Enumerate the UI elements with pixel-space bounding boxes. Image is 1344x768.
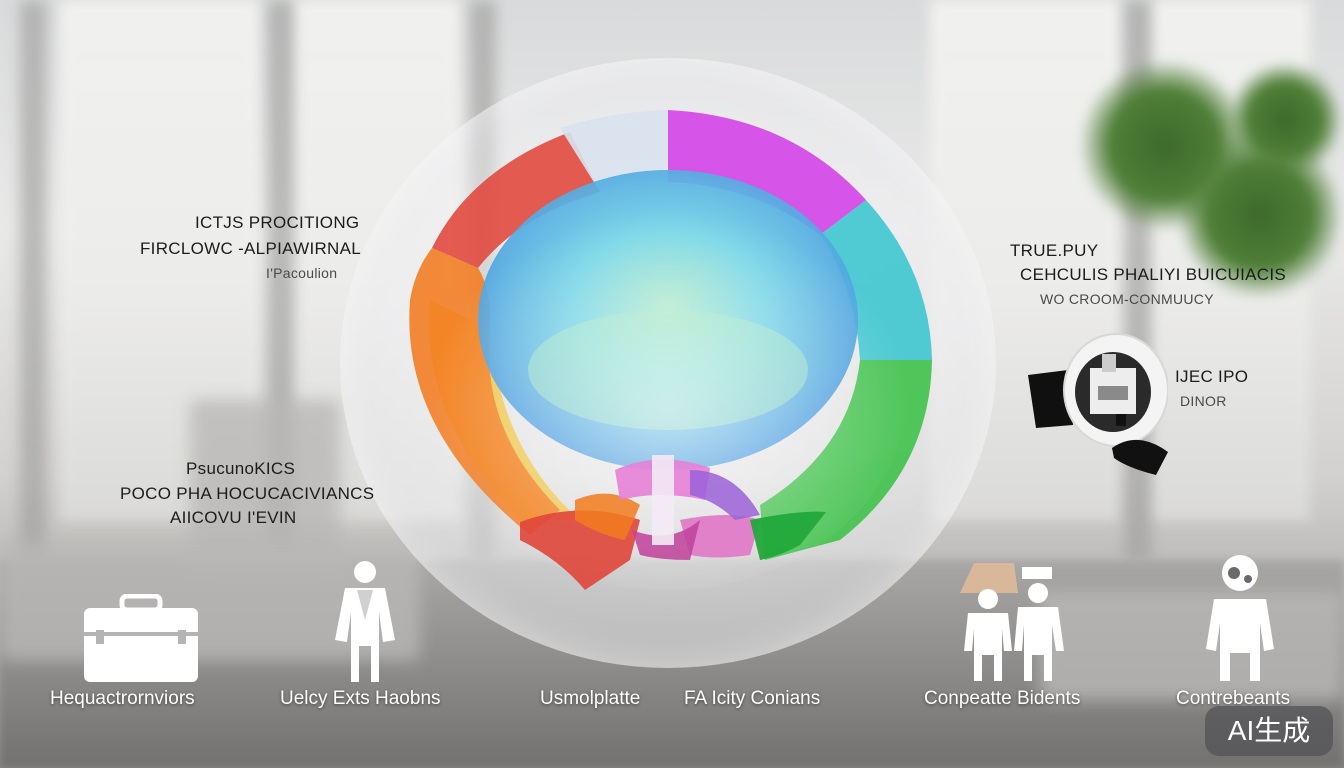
caption-5: Conpeatte Bidents <box>924 688 1081 709</box>
window-frame <box>20 0 46 560</box>
briefcase-icon <box>84 594 198 682</box>
person-icon <box>335 561 395 682</box>
two-people-icon <box>960 563 1064 681</box>
ai-generated-badge: AI生成 <box>1205 706 1333 756</box>
ribbon-purple <box>690 470 760 520</box>
blurred-desk <box>1040 590 1344 700</box>
label-mid-right-line-2: DINOR <box>1180 393 1227 409</box>
label-mid-left-line-3: AIICOVU I'EVIN <box>170 508 297 527</box>
ribbon-pink-lower <box>680 515 760 558</box>
segment-light <box>560 110 668 192</box>
label-top-left-line-1: ICTJS PROCITIONG <box>195 213 360 232</box>
caption-6: Contrebeants <box>1176 688 1291 709</box>
label-top-right-line-3: WO CROOM-CONMUUCY <box>1040 291 1214 307</box>
caption-4: FA Icity Conians <box>684 688 821 709</box>
person-icon <box>1206 555 1274 681</box>
label-mid-right-line-1: IJEC IPO <box>1175 367 1249 386</box>
segment-teal <box>820 200 932 360</box>
segment-magenta <box>668 110 866 235</box>
camera-robot-icon <box>1028 333 1168 475</box>
caption-2: Uelcy Exts Haobns <box>280 688 441 709</box>
label-mid-left-line-2: POCO PHA HOCUCACIVIANCS <box>120 484 375 503</box>
label-top-right-line-2: CEHCULIS PHALIYI BUICUIACIS <box>1020 265 1286 284</box>
ribbon-orange <box>575 493 640 540</box>
label-mid-left-line-1: PsucunoKICS <box>186 459 296 478</box>
wheel-glow <box>428 190 908 590</box>
label-top-left-line-2: FIRCLOWC -ALPIAWIRNAL <box>140 239 362 258</box>
ribbon-stem <box>652 455 674 545</box>
plant-leaves <box>1230 60 1340 180</box>
label-top-left-line-3: I'Pacoulion <box>266 265 338 281</box>
segment-red <box>432 132 600 268</box>
ribbon-green <box>750 511 826 560</box>
caption-3: Usmolplatte <box>540 688 641 709</box>
ribbon-base <box>520 455 826 590</box>
label-top-right-line-1: TRUE.PUY <box>1010 241 1099 260</box>
caption-1: Hequactrornviors <box>50 688 195 709</box>
